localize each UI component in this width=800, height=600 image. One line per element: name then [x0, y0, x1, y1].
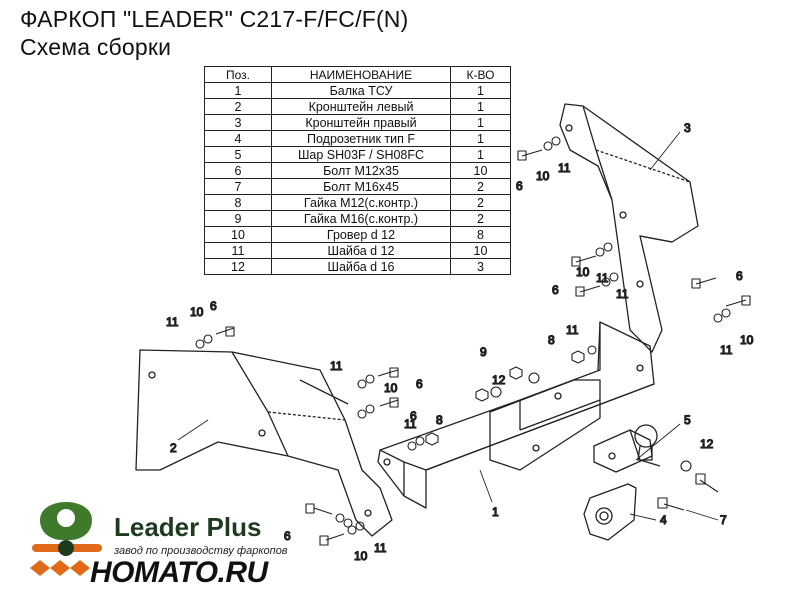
- callout-washer12-center: 12: [492, 373, 506, 387]
- cell-name: Гайка М12(с.контр.): [271, 194, 451, 211]
- cell-name: Болт М12х35: [271, 162, 451, 179]
- cell-qty: 1: [450, 146, 511, 163]
- cell-name: Подрозетник тип F: [271, 130, 451, 147]
- cell-name: Шайба d 12: [271, 242, 451, 259]
- leader-lines: [177, 131, 719, 521]
- callout-washer11-lower: 11: [404, 417, 417, 431]
- cell-name: Шайба d 16: [271, 258, 451, 275]
- callout-washer11-mid2: 11: [616, 287, 629, 301]
- page-title: ФАРКОП "LEADER" C217-F/FC/F(N): [20, 6, 409, 32]
- socket-bracket: [583, 483, 637, 541]
- brand-plus-word: Plus: [206, 512, 262, 542]
- callout-nut9: 9: [480, 345, 487, 359]
- cell-name: Гайка М16(с.контр.): [271, 210, 451, 227]
- callout-nut8-left: 8: [436, 413, 443, 427]
- brand-website: HOMATO.RU: [90, 556, 268, 589]
- left-bracket: [135, 349, 393, 537]
- callout-bolt6-left: 6: [210, 299, 217, 313]
- cell-qty: 3: [450, 258, 511, 275]
- callout-washer11-right: 11: [720, 343, 733, 357]
- leader-plus-logo-icon: [30, 502, 102, 576]
- cell-qty: 10: [450, 162, 511, 179]
- callout-washer11-bottom: 11: [374, 541, 387, 555]
- callout-grover10-mid: 10: [576, 265, 590, 279]
- cell-name: Шар SH03F / SH08FC: [271, 146, 451, 163]
- tow-ball: [593, 424, 661, 473]
- callout-washer11-top: 11: [558, 161, 571, 175]
- callout-washer11-mid: 11: [596, 271, 609, 285]
- right-bracket: [559, 103, 699, 353]
- parts-table-header: Поз. НАИМЕНОВАНИЕ К-ВО: [204, 66, 511, 83]
- callout-bolt6-bottom: 6: [284, 529, 291, 543]
- brand-name: Leader Plus: [114, 512, 261, 543]
- cell-qty: 8: [450, 226, 511, 243]
- callout-part2: 2: [170, 441, 177, 455]
- callout-grover10-top: 10: [536, 169, 550, 183]
- tow-bar-beam: [377, 321, 655, 509]
- callout-grover10-bottom: 10: [354, 549, 368, 563]
- callout-washer11-center: 11: [330, 359, 343, 373]
- callout-part5: 5: [684, 413, 691, 427]
- cell-name: Гровер d 12: [271, 226, 451, 243]
- callout-part4: 4: [660, 513, 667, 527]
- callout-bolt7: 7: [720, 513, 727, 527]
- callout-washer12-right: 12: [700, 437, 714, 451]
- callout-nut8-right: 8: [548, 333, 555, 347]
- page-subtitle: Схема сборки: [20, 34, 172, 60]
- callout-grover10-center: 10: [384, 381, 398, 395]
- cell-pos: 12: [204, 258, 272, 275]
- callout-washer11-left: 11: [166, 315, 179, 329]
- callout-grover10-right: 10: [740, 333, 754, 347]
- brand-tagline: завод по производству фаркопов: [114, 545, 288, 557]
- callout-part1: 1: [492, 505, 499, 519]
- callout-part3: 3: [684, 121, 691, 135]
- callout-bolt6-mid: 6: [552, 283, 559, 297]
- brand-leader-word: Leader: [114, 512, 200, 542]
- fasteners: [195, 136, 751, 546]
- callout-grover10-left: 10: [190, 305, 204, 319]
- callout-bolt6-center: 6: [416, 377, 423, 391]
- callout-labels: 3 2 1 5 4 7 12 6 10 11 10 6 11 11 6 10 1…: [165, 120, 754, 563]
- callout-washer11-right2: 11: [566, 323, 579, 337]
- col-pos-header: Поз.: [204, 66, 272, 83]
- callout-bolt6-center2: 6: [410, 409, 417, 423]
- cell-name: Кронштейн левый: [271, 98, 451, 115]
- callout-bolt6-right: 6: [736, 269, 743, 283]
- callout-bolt6-top: 6: [516, 179, 523, 193]
